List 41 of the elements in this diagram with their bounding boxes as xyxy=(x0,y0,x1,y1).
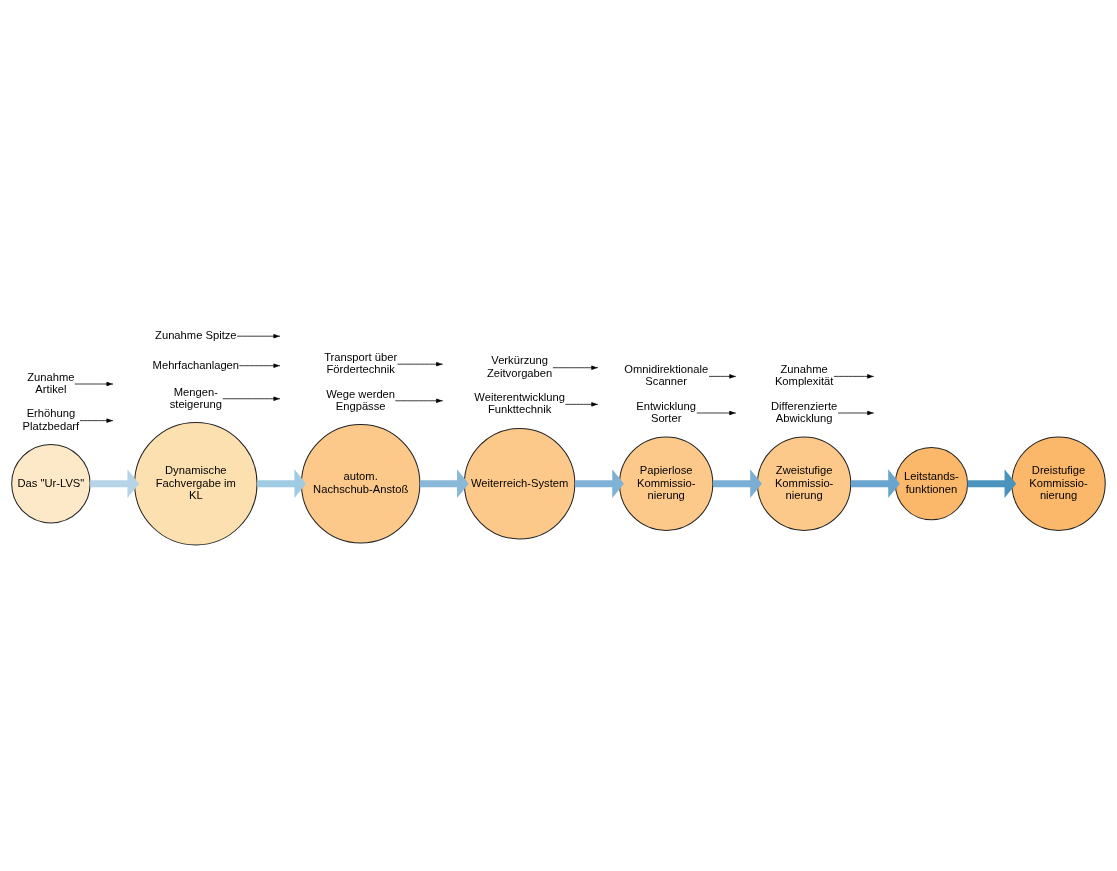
node-text: Zunahme Artikel xyxy=(27,370,75,395)
node-text: Mehrfachanlagen xyxy=(152,358,240,371)
arrow xyxy=(397,361,442,366)
node-text: Omnidirektionale Scanner xyxy=(624,362,709,387)
arrow xyxy=(552,365,598,370)
node-circle: Dynamische Fachvergabe im KL xyxy=(134,421,258,545)
node-text: Erhöhung Platzbedarf xyxy=(22,406,80,432)
node-text: Transport über Fördertechnik xyxy=(324,350,398,375)
arrow xyxy=(238,363,280,368)
arrow xyxy=(394,398,442,403)
node-circle: Zweistufige Kommissio- nierung xyxy=(756,436,852,531)
arrow xyxy=(837,410,874,415)
node-circle: Papierlose Kommissio- nierung xyxy=(619,436,714,531)
arrow xyxy=(850,468,900,498)
node-circle: autom. Nachschub-Anstoß xyxy=(300,423,421,543)
node-text: Zunahme Komplexität xyxy=(774,362,834,387)
node-text: Verkürzung Zeitvorgaben xyxy=(486,353,553,379)
arrow xyxy=(236,333,280,338)
node-circle: Weiterreich-System xyxy=(463,427,576,539)
arrow xyxy=(967,468,1017,498)
node-text: Wege werden Engpässe xyxy=(326,387,396,412)
node-circle: Dreistufige Kommissio- nierung xyxy=(1011,436,1106,531)
arrow xyxy=(90,468,140,498)
arrow xyxy=(420,468,469,498)
node-circle: Leitstands- funktionen xyxy=(894,446,969,520)
node-text: Weiterentwicklung Funkttechnik xyxy=(474,390,565,415)
arrow xyxy=(565,401,598,406)
node-text: Zunahme Spitze xyxy=(155,328,237,341)
arrow xyxy=(222,396,280,401)
arrow xyxy=(713,468,762,498)
arrow xyxy=(833,373,874,379)
arrow xyxy=(696,410,736,415)
node-text: Mengen- steigerung xyxy=(169,385,222,410)
node-text: Entwicklung Sorter xyxy=(636,399,697,424)
arrow xyxy=(575,468,624,498)
node-circle: Das "Ur-LVS" xyxy=(11,443,91,523)
node-text: Differenzierte Abwicklung xyxy=(770,399,838,424)
arrow xyxy=(257,468,307,498)
arrow xyxy=(708,373,736,379)
arrow xyxy=(79,417,113,423)
arrow xyxy=(74,381,113,386)
